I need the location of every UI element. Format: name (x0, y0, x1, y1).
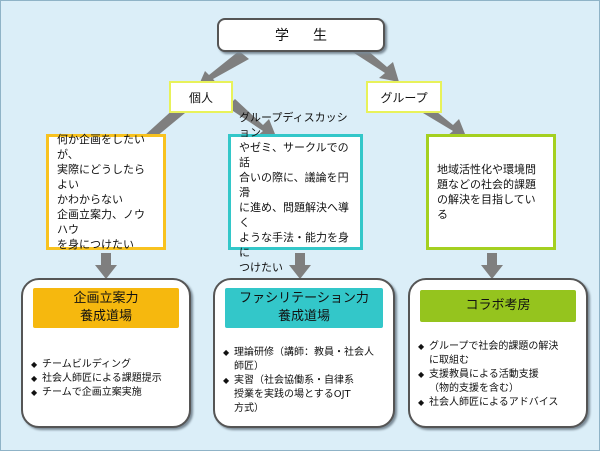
diamond-bullet-icon: ◆ (223, 348, 230, 357)
node-group: グループ (366, 81, 442, 113)
bullet-text: 理論研修（講師：教員・社会人 師匠） (234, 347, 374, 372)
diamond-bullet-icon: ◆ (31, 360, 38, 369)
diamond-bullet-icon: ◆ (31, 374, 38, 383)
bullet-item: ◆ 支援教員による活動支援 （物的支援を含む） (418, 368, 580, 396)
arrow-individual-to-center (227, 99, 277, 139)
card-title: コラボ考房 (420, 290, 576, 322)
bullet-text: 社会人師匠による課題提示 (42, 373, 162, 384)
diamond-bullet-icon: ◆ (418, 370, 425, 379)
bullet-item: ◆ 社会人師匠によるアドバイス (418, 396, 580, 410)
arrow-right-to-card (481, 253, 503, 279)
desc-right: 地域活性化や環境問 題などの社会的課題 の解決を目指している (426, 134, 556, 250)
bullet-item: ◆ 社会人師匠による課題提示 (31, 372, 183, 386)
arrow-left-to-card (95, 253, 117, 279)
bullet-text: 社会人師匠によるアドバイス (429, 397, 559, 408)
card-collabo-kobo: コラボ考房 ◆ グループで社会的課題の解決 に取組む ◆ 支援教員による活動支援 （… (408, 278, 588, 428)
arrow-center-to-card (289, 253, 311, 279)
card-bullets: ◆ グループで社会的課題の解決 に取組む ◆ 支援教員による活動支援 （物的支援を含… (418, 340, 580, 410)
node-student: 学生 (217, 18, 385, 52)
diamond-bullet-icon: ◆ (223, 376, 230, 385)
bullet-text: グループで社会的課題の解決 に取組む (429, 341, 559, 366)
bullet-text: 実習（社会協働系・自律系 授業を実践の場とするOJT 方式） (234, 375, 354, 414)
card-planning-dojo: 企画立案力 養成道場 ◆ チームビルディング ◆ 社会人師匠による課題提示 ◆ チーム… (21, 278, 191, 428)
arrow-top-to-individual (198, 51, 249, 87)
diamond-bullet-icon: ◆ (418, 342, 425, 351)
diamond-bullet-icon: ◆ (418, 398, 425, 407)
card-facilitation-dojo: ファシリテーション力 養成道場 ◆ 理論研修（講師：教員・社会人 師匠） ◆ 実習（… (213, 278, 395, 428)
card-bullets: ◆ 理論研修（講師：教員・社会人 師匠） ◆ 実習（社会協働系・自律系 授業を実践の… (223, 346, 387, 416)
diamond-bullet-icon: ◆ (31, 388, 38, 397)
bullet-text: チームビルディング (42, 359, 131, 370)
card-title: ファシリテーション力 養成道場 (225, 288, 383, 328)
bullet-item: ◆ 理論研修（講師：教員・社会人 師匠） (223, 346, 387, 374)
card-bullets: ◆ チームビルディング ◆ 社会人師匠による課題提示 ◆ チームで企画立案実施 (31, 358, 183, 400)
arrow-top-to-group (351, 45, 399, 82)
card-title: 企画立案力 養成道場 (33, 288, 179, 328)
bullet-item: ◆ グループで社会的課題の解決 に取組む (418, 340, 580, 368)
bullet-item: ◆ 実習（社会協働系・自律系 授業を実践の場とするOJT 方式） (223, 374, 387, 416)
desc-center: グループディスカッション やゼミ、サークルでの話 合いの際に、議論を円滑 に進め… (228, 111, 363, 274)
bullet-item: ◆ チームで企画立案実施 (31, 386, 183, 400)
bullet-text: 支援教員による活動支援 （物的支援を含む） (429, 369, 539, 394)
desc-left: 何か企画をしたいが、 実際にどうしたらよい かわからない 企画立案力、ノウハウ … (46, 133, 166, 251)
node-individual: 個人 (169, 81, 233, 113)
bullet-text: チームで企画立案実施 (42, 387, 142, 398)
bullet-item: ◆ チームビルディング (31, 358, 183, 372)
